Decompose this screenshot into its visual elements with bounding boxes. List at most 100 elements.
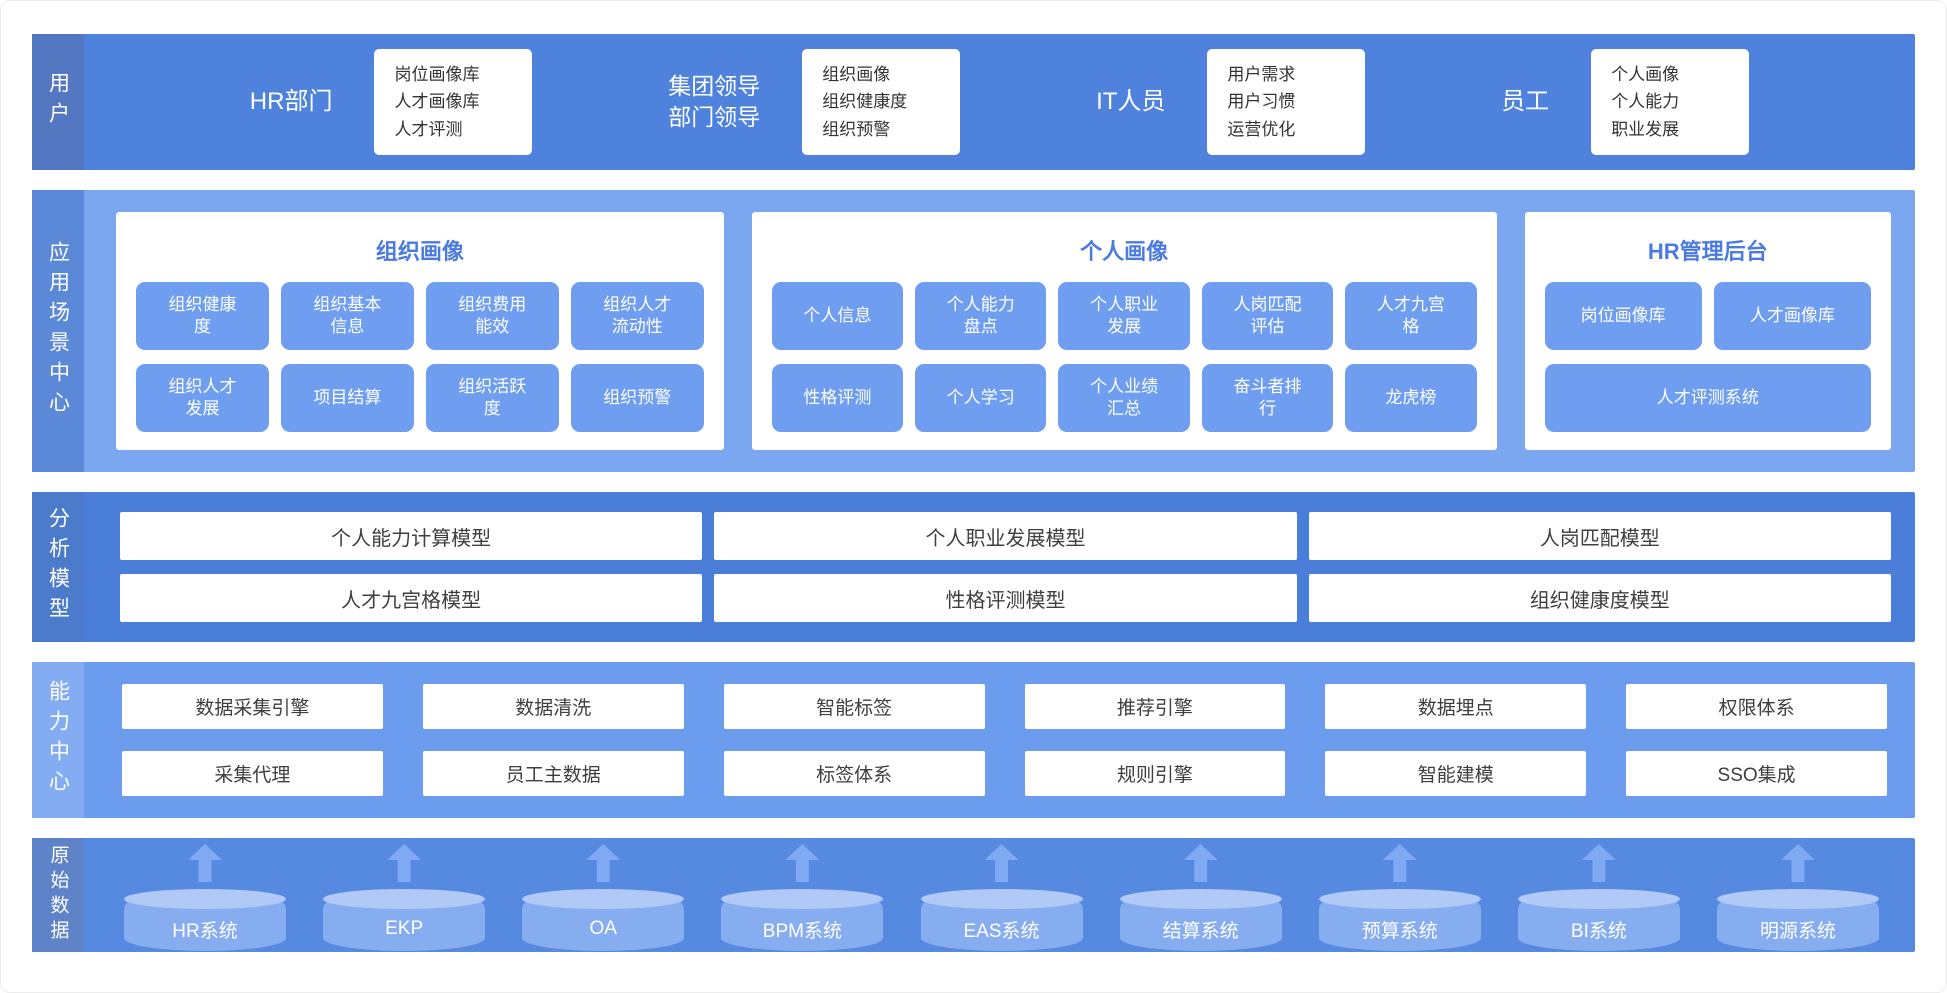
capability-box: 数据采集引擎 [122, 684, 383, 729]
data-source-label: 预算系统 [1361, 920, 1438, 942]
card-line: 组织预警 [822, 119, 891, 139]
band-analysis-models-content: 个人能力计算模型 个人职业发展模型 人岗匹配模型 人才九宫格模型 性格评测模型 … [84, 492, 1915, 642]
band-users-content: HR部门 岗位画像库 人才画像库 人才评测 集团领导 部门领导 组织画像 组织健… [84, 34, 1915, 170]
user-group-it: IT人员 用户需求 用户习惯 运营优化 [1096, 49, 1366, 155]
panel-title: HR管理后台 [1647, 239, 1768, 264]
data-source: 结算系统 [1119, 844, 1282, 951]
database-cylinder-icon: 明源系统 [1717, 889, 1879, 951]
database-cylinder-icon: 结算系统 [1119, 889, 1282, 951]
database-cylinder-icon: 预算系统 [1318, 889, 1481, 951]
card-line: 人才画像库 [394, 92, 480, 112]
scenario-chip: 奋斗者排行 [1201, 364, 1334, 432]
card-line: 用户习惯 [1227, 92, 1296, 112]
capability-box: 标签体系 [723, 751, 985, 796]
band-capability-center-label: 能力中心 [32, 662, 84, 818]
database-cylinder-icon: OA [522, 889, 685, 951]
model-box: 性格评测模型 [714, 574, 1297, 622]
scenario-chip: 人岗匹配评估 [1201, 282, 1334, 350]
role-line: 员工 [1501, 87, 1550, 115]
data-source: HR系统 [124, 844, 286, 951]
data-source: BPM系统 [721, 844, 884, 951]
capability-box: 员工主数据 [422, 751, 684, 796]
role-line: IT人员 [1096, 87, 1166, 115]
scenario-chip: 个人学习 [915, 364, 1047, 432]
scenario-chip: 人才评测系统 [1544, 364, 1871, 432]
band-analysis-models-label: 分析模型 [32, 492, 84, 642]
arrow-up-icon [984, 844, 1019, 882]
model-box: 人才九宫格模型 [120, 574, 703, 622]
data-source: 明源系统 [1717, 844, 1879, 951]
capability-box: 智能建模 [1325, 751, 1587, 796]
user-needs-card: 岗位画像库 人才画像库 人才评测 [374, 49, 533, 155]
data-source: 预算系统 [1318, 844, 1481, 951]
scenario-chip: 组织人才流动性 [570, 282, 704, 350]
arrow-up-icon [785, 844, 820, 882]
scenario-chip: 组织人才发展 [136, 364, 269, 432]
scenario-chip: 组织基本信息 [280, 282, 414, 350]
role-line: HR部门 [249, 87, 333, 115]
band-app-scenarios: 应用场景中心 组织画像 组织健康度 组织基本信息 组织费用能效 组织人才流动性 … [32, 190, 1915, 472]
data-source-label: 明源系统 [1759, 920, 1836, 942]
scenario-chip: 龙虎榜 [1345, 364, 1477, 432]
card-line: 运营优化 [1227, 119, 1296, 139]
user-needs-card: 个人画像 个人能力 职业发展 [1591, 49, 1750, 155]
panel-chip-grid: 组织健康度 组织基本信息 组织费用能效 组织人才流动性 组织人才发展 项目结算 … [136, 282, 704, 432]
capability-box: 规则引擎 [1024, 751, 1286, 796]
card-line: 职业发展 [1611, 119, 1680, 139]
user-role-label: 员工 [1501, 86, 1549, 118]
arrow-up-icon [1382, 844, 1417, 882]
card-line: 组织健康度 [822, 92, 908, 112]
user-role-label: 集团领导 部门领导 [668, 71, 760, 133]
band-raw-data-label: 原始数据 [32, 838, 84, 952]
model-box: 个人职业发展模型 [714, 512, 1297, 560]
scenario-chip: 组织预警 [570, 364, 704, 432]
model-box: 个人能力计算模型 [120, 512, 703, 560]
panel-chip-grid: 岗位画像库 人才画像库 人才评测系统 [1544, 282, 1871, 432]
model-box: 人岗匹配模型 [1308, 512, 1891, 560]
capability-box: 权限体系 [1626, 684, 1887, 729]
panel-personal-profile: 个人画像 个人信息 个人能力盘点 个人职业发展 人岗匹配评估 人才九宫格 性格评… [751, 212, 1497, 450]
band-app-scenarios-content: 组织画像 组织健康度 组织基本信息 组织费用能效 组织人才流动性 组织人才发展 … [84, 190, 1915, 472]
card-line: 个人能力 [1611, 92, 1680, 112]
scenario-chip: 组织费用能效 [425, 282, 559, 350]
user-role-label: IT人员 [1096, 86, 1165, 118]
panel-chip-grid: 个人信息 个人能力盘点 个人职业发展 人岗匹配评估 人才九宫格 性格评测 个人学… [771, 282, 1477, 432]
card-line: 人才评测 [394, 119, 463, 139]
arrow-up-icon [387, 844, 422, 882]
band-raw-data-content: HR系统 EKP OA BPM系统 EAS系统 结算系统 [84, 838, 1915, 952]
data-source: EAS系统 [920, 844, 1083, 951]
arrow-up-icon [586, 844, 621, 882]
band-users-label: 用户 [32, 34, 84, 170]
scenario-chip: 组织活跃度 [425, 364, 559, 432]
scenario-chip: 个人能力盘点 [915, 282, 1047, 350]
band-capability-center-content: 数据采集引擎 数据清洗 智能标签 推荐引擎 数据埋点 权限体系 采集代理 员工主… [84, 662, 1915, 818]
database-cylinder-icon: EKP [323, 889, 486, 951]
arrow-up-icon [1183, 844, 1218, 882]
data-source: OA [522, 844, 685, 951]
database-cylinder-icon: BI系统 [1517, 889, 1680, 951]
user-needs-card: 组织画像 组织健康度 组织预警 [802, 49, 961, 155]
arrow-up-icon [1581, 844, 1616, 882]
data-source-label: HR系统 [172, 920, 238, 942]
user-group-hr-dept: HR部门 岗位画像库 人才画像库 人才评测 [250, 49, 533, 155]
user-needs-card: 用户需求 用户习惯 运营优化 [1207, 49, 1366, 155]
data-source-label: OA [589, 918, 617, 939]
panel-title: 组织画像 [375, 239, 464, 264]
database-cylinder-icon: HR系统 [124, 889, 286, 951]
panel-hr-admin: HR管理后台 岗位画像库 人才画像库 人才评测系统 [1524, 212, 1891, 450]
scenario-chip: 性格评测 [771, 364, 904, 432]
user-group-employee: 员工 个人画像 个人能力 职业发展 [1501, 49, 1750, 155]
role-line: 集团领导 [668, 72, 761, 99]
model-box: 组织健康度模型 [1308, 574, 1891, 622]
data-source-label: BPM系统 [762, 920, 842, 942]
capability-box: 数据埋点 [1325, 684, 1587, 729]
band-capability-center: 能力中心 数据采集引擎 数据清洗 智能标签 推荐引擎 数据埋点 权限体系 采集代… [32, 662, 1915, 818]
data-source: EKP [323, 844, 486, 951]
card-line: 组织画像 [822, 65, 891, 85]
panel-org-profile: 组织画像 组织健康度 组织基本信息 组织费用能效 组织人才流动性 组织人才发展 … [116, 212, 724, 450]
role-line: 部门领导 [668, 104, 761, 130]
card-line: 岗位画像库 [394, 65, 480, 85]
capability-box: 采集代理 [122, 751, 383, 796]
scenario-chip: 个人职业发展 [1058, 282, 1190, 350]
